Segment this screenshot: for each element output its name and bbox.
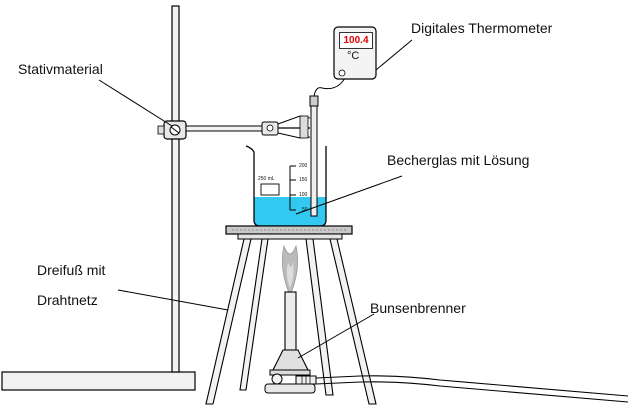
thermometer-knob	[338, 69, 346, 77]
burner-foot	[269, 369, 311, 376]
beaker-scale-200: 200	[299, 163, 308, 169]
thermometer-display: 100.4	[339, 32, 373, 49]
label-beaker: Becherglas mit Lösung	[387, 152, 530, 168]
label-tripod-line1: Dreifuß mit	[37, 262, 106, 278]
stand-base	[1, 371, 196, 391]
stand-rod	[171, 5, 180, 373]
beaker-scale-ticks	[289, 165, 296, 211]
thermometer-cable	[313, 71, 349, 97]
clamp-boss	[157, 120, 187, 140]
beaker-scale-150: 150	[299, 177, 308, 183]
inner-flame	[286, 262, 294, 288]
clamp-arm	[185, 125, 267, 132]
label-stativmaterial: Stativmaterial	[18, 61, 103, 77]
burner-valve	[264, 373, 317, 394]
probe-handle	[309, 95, 319, 107]
label-digital-thermometer: Digitales Thermometer	[411, 20, 553, 36]
beaker-scale-50: 50	[302, 207, 308, 213]
thermometer-clamp	[261, 115, 311, 139]
beaker-outline	[245, 145, 327, 227]
gas-hose	[315, 375, 628, 397]
thermometer-probe	[310, 95, 318, 217]
burner-tube	[284, 291, 297, 351]
leader-lines	[98, 39, 413, 359]
tripod-ring	[237, 233, 343, 240]
thermometer-unit: °C	[347, 50, 360, 62]
beaker-label-box	[260, 183, 280, 196]
beaker-liquid	[254, 197, 326, 226]
tripod-legs	[205, 238, 377, 405]
burner-base	[272, 349, 309, 371]
label-bunsen-burner: Bunsenbrenner	[370, 300, 466, 316]
beaker-scale-100: 100	[299, 192, 308, 198]
beaker-volume-label: 250 mL	[258, 176, 275, 182]
label-tripod-line2: Drahtnetz	[37, 292, 98, 308]
